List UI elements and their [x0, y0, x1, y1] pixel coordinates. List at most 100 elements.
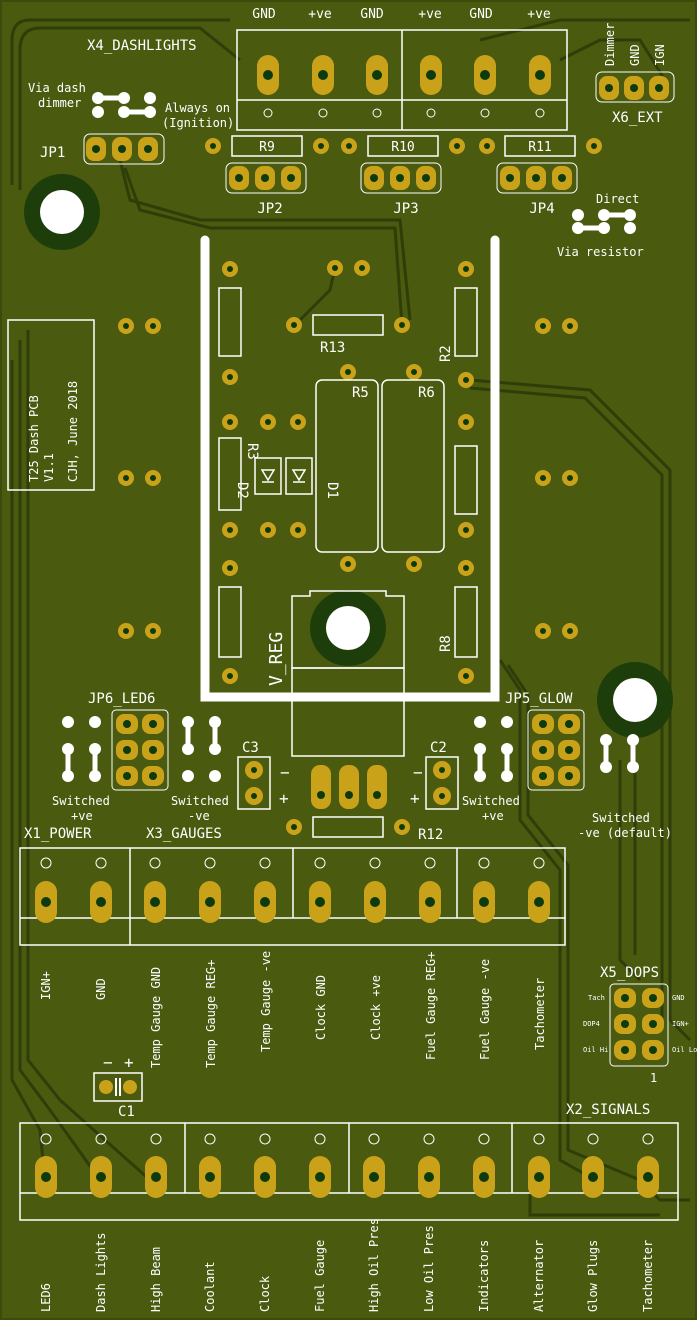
r6-label: R6: [418, 385, 435, 401]
d1-label: D1: [324, 482, 340, 499]
x5-left-3: Oil Hi: [583, 1046, 608, 1054]
jp6-left-1: Switched: [52, 794, 110, 808]
x2-pin-4: Coolant: [203, 1261, 217, 1312]
x3-pin-1: Temp Gauge GND: [149, 967, 163, 1068]
x2-pin-11: Glow Plugs: [586, 1240, 600, 1312]
diodes: [254, 457, 313, 495]
jp1-note-right-2: (Ignition): [162, 116, 234, 130]
direct-jumper: [572, 209, 636, 234]
vreg-pads: [311, 765, 387, 809]
test-pad-holes: [123, 323, 573, 634]
x6-label-dimmer: Dimmer: [603, 23, 617, 66]
r9-label: R9: [259, 140, 275, 155]
r3-label: R3: [244, 443, 260, 460]
r13-label: R13: [320, 340, 345, 356]
x2-pin-2: Dash Lights: [94, 1233, 108, 1312]
x5-left-2: DOP4: [583, 1020, 600, 1028]
c1-label: C1: [118, 1104, 135, 1120]
x3-pin-5: Clock +ve: [369, 975, 383, 1040]
x4-ref: X4_DASHLIGHTS: [87, 38, 197, 54]
top-label-6: +ve: [527, 7, 551, 22]
solder-jumpers: [62, 716, 639, 782]
c1-cap: [93, 1072, 143, 1102]
vreg-label: V_REG: [266, 632, 287, 686]
x6-pads: [595, 71, 675, 103]
jp1-note-left-2: dimmer: [38, 96, 81, 110]
x4-pads: [257, 55, 551, 118]
jp5-left-2: +ve: [482, 809, 504, 823]
r11-label: R11: [528, 140, 551, 155]
x5-left-1: Tach: [588, 994, 605, 1002]
x4-outline: [236, 29, 568, 131]
jp3-ref: JP3: [393, 201, 418, 217]
info-author: CJH, June 2018: [66, 381, 80, 482]
c1-minus: −: [103, 1053, 113, 1072]
c2-label: C2: [430, 740, 447, 756]
x2-pin-5: Clock: [258, 1275, 272, 1312]
x1-pin-ign: IGN+: [39, 971, 53, 1000]
c1-plus: +: [124, 1053, 134, 1072]
x1-x3-outline: [19, 847, 566, 946]
x6-label-ign: IGN: [653, 44, 667, 66]
info-version: V1.1: [42, 453, 56, 482]
c3-label: C3: [242, 740, 259, 756]
jp1-note-right-1: Always on: [165, 101, 230, 115]
x5-right-1: GND: [672, 994, 685, 1002]
x2-pin-12: Tachometer: [641, 1240, 655, 1312]
x2-pin-10: Alternator: [532, 1240, 546, 1312]
jp1-jumper: [83, 92, 165, 165]
mounting-holes: [24, 174, 673, 738]
x1-ref: X1_POWER: [24, 826, 92, 842]
x5-right-3: Oil Lo: [672, 1046, 697, 1054]
x5-pin1: 1: [650, 1071, 657, 1085]
x2-pin-8: Low Oil Pres: [422, 1225, 436, 1312]
silk-text: GND +ve GND +ve GND +ve X4_DASHLIGHTS Di…: [24, 7, 697, 1312]
c3-minus: −: [280, 763, 290, 782]
c2-plus: +: [410, 789, 420, 808]
x2-outline: [19, 1122, 679, 1221]
x2-pin-9: Indicators: [477, 1240, 491, 1312]
x3-pin-6: Fuel Gauge REG+: [424, 952, 438, 1060]
jp1-note-left-1: Via dash: [28, 81, 86, 95]
jp5-right-1: Switched: [592, 811, 650, 825]
r10-label: R10: [391, 140, 414, 155]
x3-pin-3: Temp Gauge -ve: [259, 951, 273, 1052]
x6-ref: X6_EXT: [612, 110, 663, 126]
top-label-4: +ve: [418, 7, 442, 22]
x6-label-gnd: GND: [628, 44, 642, 66]
top-resistors: [205, 135, 602, 157]
r8-label: R8: [438, 635, 454, 652]
x2-pin-7: High Oil Pres: [367, 1218, 381, 1312]
x2-pin-1: LED6: [39, 1283, 53, 1312]
center-resistors: [218, 260, 478, 838]
top-label-1: GND: [252, 7, 276, 22]
x5-ref: X5_DOPS: [600, 965, 659, 981]
x3-pin-8: Tachometer: [533, 978, 547, 1050]
r5-r6-outlines: [315, 379, 445, 553]
r12-label: R12: [418, 827, 443, 843]
vreg: [291, 590, 405, 757]
x1-x3-pads: [35, 857, 550, 923]
power-track: [200, 235, 500, 702]
jp6-left-2: +ve: [71, 809, 93, 823]
x2-pads: [35, 1133, 659, 1198]
jp6-ref: JP6_LED6: [88, 691, 155, 707]
jp1-ref: JP1: [40, 145, 65, 161]
via-resistor-label: Via resistor: [557, 245, 644, 259]
info-box: [7, 319, 95, 491]
jp6-jp5-headers: [111, 709, 585, 791]
top-label-5: GND: [469, 7, 493, 22]
jp5-right-2: -ve (default): [578, 826, 672, 840]
c2-minus: −: [413, 763, 423, 782]
x2-ref: X2_SIGNALS: [566, 1102, 650, 1118]
jp6-right-2: -ve: [188, 809, 210, 823]
r2-label: R2: [438, 345, 454, 362]
jp2-jp4-pads: [225, 162, 578, 194]
jp6-right-1: Switched: [171, 794, 229, 808]
info-title: T25 Dash PCB: [27, 395, 41, 482]
x5-right-2: IGN+: [672, 1020, 689, 1028]
x2-pin-3: High Beam: [149, 1247, 163, 1312]
c3-plus: +: [279, 789, 289, 808]
